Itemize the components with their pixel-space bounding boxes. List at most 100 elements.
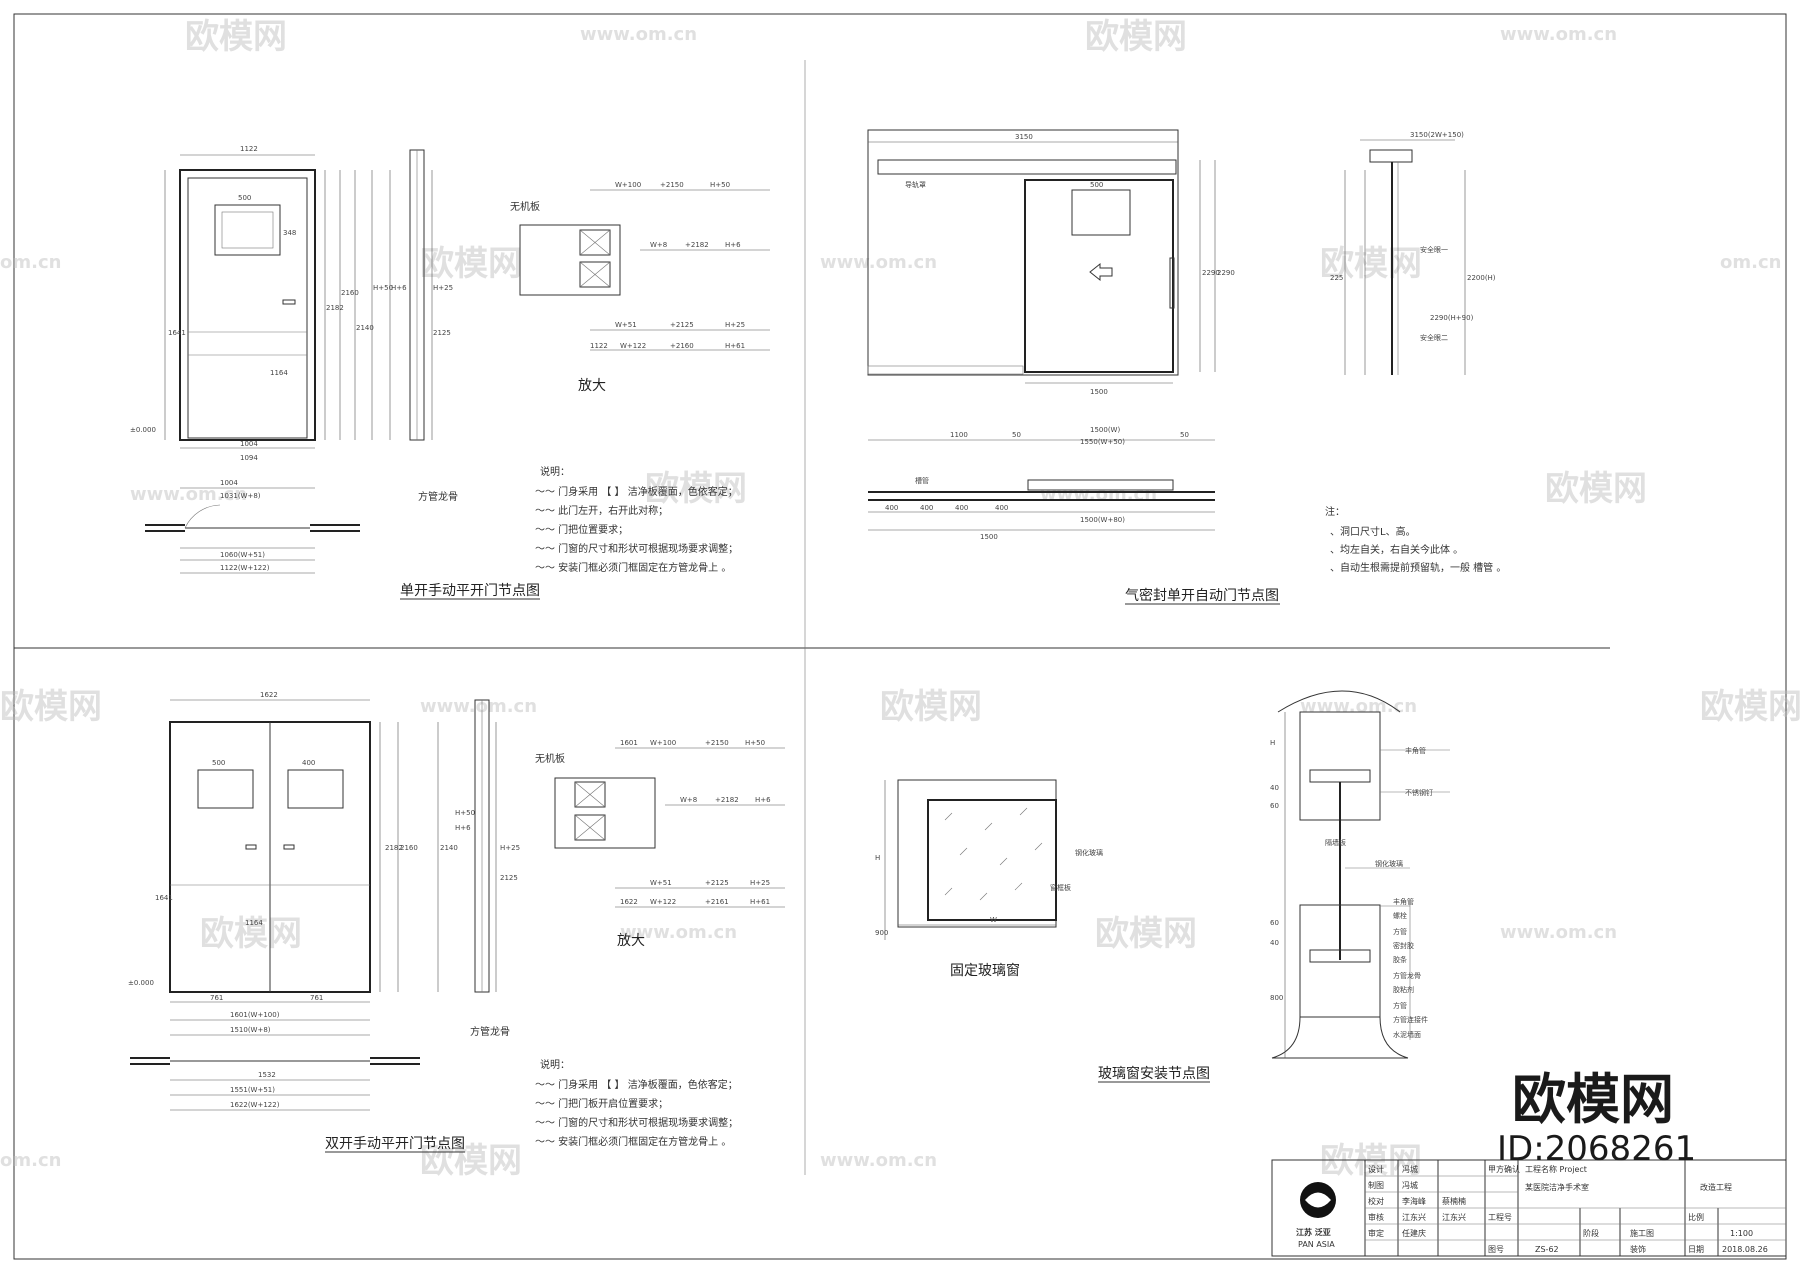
- dim-label: 2182: [385, 844, 403, 852]
- dim-label: H+25: [433, 284, 453, 292]
- panel-caption: 气密封单开自动门节点图: [1125, 587, 1279, 604]
- dim-label: H+25: [725, 321, 745, 329]
- dim-label: 1122: [590, 342, 608, 350]
- tb-cell: 校对: [1368, 1196, 1384, 1206]
- direction-arrow-icon: [1089, 262, 1113, 282]
- dim-label: H+50: [373, 284, 393, 292]
- watermark-logo: 欧模网: [880, 687, 982, 727]
- detail-wall: [519, 224, 621, 296]
- dim-label: H+61: [725, 342, 745, 350]
- dim-label: 2125: [500, 874, 518, 882]
- detail-cross: [574, 814, 606, 841]
- watermark-url: www.om.cn: [1040, 484, 1157, 505]
- dim-label: 400: [995, 504, 1008, 512]
- dim-label: 1601: [620, 739, 638, 747]
- tb-cell: 李海峰: [1402, 1196, 1426, 1206]
- tb-cell: 甲方确认: [1488, 1164, 1520, 1174]
- company-name: 江苏 泛亚: [1296, 1227, 1331, 1237]
- panel-glass-window: W H 900 钢化玻璃 窗框板 固定玻璃窗 H 40 60 60 40 800…: [875, 690, 1450, 1083]
- callout-label: 导轨罩: [905, 180, 926, 189]
- dim-label: W+8: [680, 796, 697, 804]
- note-line: 、自动生根需提前预留轨，一般 槽管 。: [1330, 561, 1506, 574]
- dim-label: 1004: [220, 479, 238, 487]
- door-frame: [179, 169, 316, 441]
- callout-label: 方管龙骨: [1393, 971, 1421, 980]
- watermark-logo: 欧模网: [200, 914, 302, 954]
- callout-label: 无机板: [510, 200, 540, 213]
- note-line: 、洞口尺寸L、高。: [1330, 525, 1416, 538]
- auto-door-header: [877, 159, 1177, 175]
- dim-label: W+122: [620, 342, 646, 350]
- tb-cell: 工程号: [1488, 1213, 1512, 1222]
- dim-label: 2125: [433, 329, 451, 337]
- dim-label: +2150: [705, 739, 729, 747]
- dim-label: 1164: [245, 919, 263, 927]
- dim-label: 800: [1270, 994, 1283, 1002]
- dim-label: H+6: [725, 241, 741, 249]
- tb-date: 2018.08.26: [1722, 1245, 1768, 1254]
- watermark-url: www.om.cn: [820, 252, 937, 273]
- section-top-arc: [1277, 690, 1401, 713]
- dim-label: 400: [885, 504, 898, 512]
- dim-label: 1622: [260, 691, 278, 699]
- callout-label: 胶条: [1393, 955, 1407, 964]
- dim-label: 900: [875, 929, 888, 937]
- tb-cell: 审核: [1368, 1212, 1384, 1222]
- dim-label: 2182: [326, 304, 344, 312]
- section-callouts: 丰角管 不锈钢钉 钢化玻璃 丰角管 螺栓 方管 密封胶 胶条 方管龙骨 胶粘剂 …: [1345, 746, 1450, 1040]
- tb-cell: 审定: [1368, 1228, 1384, 1238]
- callout-label: 胶粘剂: [1393, 985, 1414, 994]
- dim-label: W+51: [650, 879, 672, 887]
- enlarge-caption: 放大: [617, 933, 645, 949]
- dim-label: 3150: [1015, 133, 1033, 141]
- watermark-url: om.cn: [1720, 252, 1781, 273]
- dim-label: 1641: [168, 329, 186, 337]
- dim-label: H: [875, 854, 880, 862]
- enlarge-caption: 放大: [578, 378, 606, 394]
- auto-door-plan-leaf: [1027, 479, 1174, 491]
- dim-label: 40: [1270, 939, 1279, 947]
- callout-label: 安全眼一: [1420, 245, 1448, 254]
- dim-label: 1641: [155, 894, 173, 902]
- tb-discipline: 装饰: [1630, 1244, 1646, 1254]
- fixed-window-caption: 固定玻璃窗: [950, 962, 1020, 979]
- detail-tube: [574, 814, 606, 841]
- callout-label: 无机板: [535, 752, 565, 765]
- note-line: 〜〜 此门左开，右开此对称；: [535, 504, 668, 517]
- dim-label: 2160: [400, 844, 418, 852]
- dim-label: H+25: [750, 879, 770, 887]
- dim-label: +2182: [685, 241, 709, 249]
- callout-label: 螺栓: [1393, 911, 1407, 920]
- callout-label: 水泥墙面: [1393, 1030, 1421, 1039]
- tb-cell: 比例: [1688, 1212, 1704, 1222]
- dim-label: 50: [1012, 431, 1021, 439]
- window-opening: [897, 779, 1057, 928]
- callout-label: 钢化玻璃: [1075, 848, 1103, 857]
- double-door-handle: [245, 844, 257, 850]
- dim-label: ±0.000: [128, 979, 154, 987]
- window-glass: [927, 799, 1057, 921]
- dim-label: 1510(W+8): [230, 1026, 271, 1034]
- watermark-url: om.cn: [0, 1150, 61, 1171]
- dim-label: 1500(W+80): [1080, 516, 1125, 524]
- watermark-logo: 欧模网: [420, 1141, 522, 1181]
- dim-label: 1164: [270, 369, 288, 377]
- dim-label: +2161: [705, 898, 729, 906]
- note-line: 〜〜 安装门框必须门框固定在方管龙骨上 。: [535, 1135, 731, 1148]
- dim-label: 500: [238, 194, 251, 202]
- notes-title: 说明：: [540, 1058, 570, 1071]
- tb-cell: 江东兴: [1402, 1212, 1426, 1222]
- dim-label: 1500(W): [1090, 426, 1120, 434]
- watermark-logo: 欧模网: [420, 244, 522, 284]
- dim-label: 348: [283, 229, 296, 237]
- note-line: 〜〜 门窗的尺寸和形状可根据现场要求调整；: [535, 542, 738, 555]
- tb-cell: 蔡楠楠: [1442, 1196, 1466, 1206]
- dim-label: H: [1270, 739, 1275, 747]
- callout-label: 方管: [1393, 927, 1407, 936]
- dim-label: ±0.000: [130, 426, 156, 434]
- watermark-logo: 欧模网: [645, 469, 747, 509]
- dim-label: 1031(W+8): [220, 492, 261, 500]
- dim-label: W+8: [650, 241, 667, 249]
- dim-label: +2150: [660, 181, 684, 189]
